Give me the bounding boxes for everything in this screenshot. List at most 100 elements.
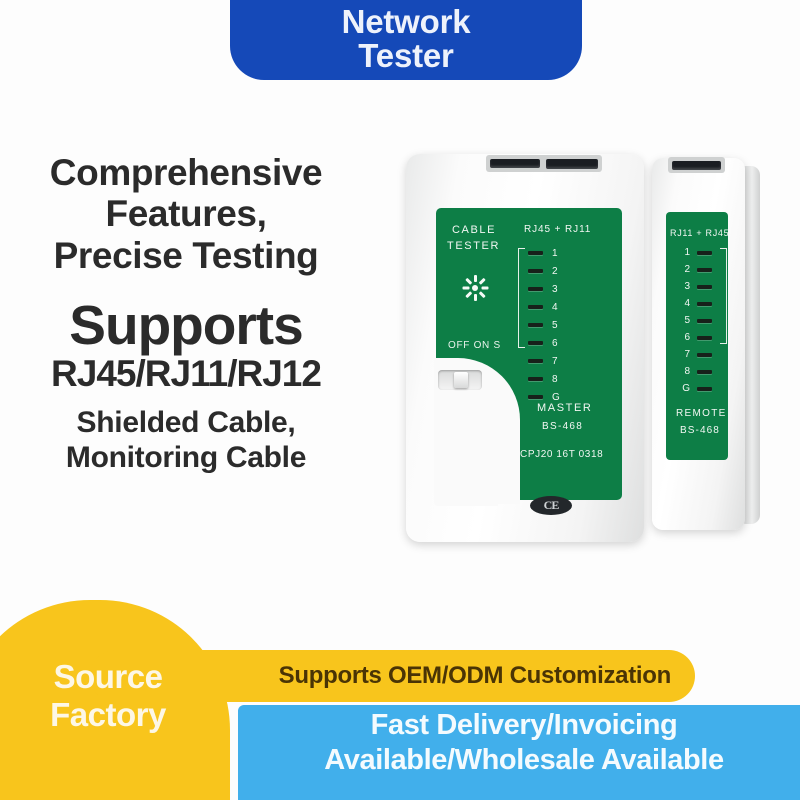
led-row: 7 bbox=[674, 346, 712, 363]
led-pin-label: 3 bbox=[552, 283, 558, 295]
led-pin-label: 2 bbox=[684, 264, 690, 275]
panel-notch-lower bbox=[434, 444, 498, 506]
led-pin-label: 8 bbox=[684, 366, 690, 377]
led-pin-label: 4 bbox=[684, 298, 690, 309]
oem-customization-pill: Supports OEM/ODM Customization bbox=[90, 650, 695, 702]
led-row: 2 bbox=[674, 261, 712, 278]
delivery-banner bbox=[238, 705, 800, 800]
led-pin-label: 8 bbox=[552, 373, 558, 385]
master-brand-line-2: TESTER bbox=[447, 240, 500, 252]
top-banner: Network Tester bbox=[230, 0, 582, 80]
remote-unit-side-edge bbox=[742, 166, 760, 524]
led-indicator bbox=[528, 341, 543, 345]
led-row: 8 bbox=[528, 370, 568, 388]
led-pin-label: 3 bbox=[684, 281, 690, 292]
product-photo-network-tester: CABLE TESTER RJ45 + RJ11 1 2 3 4 5 6 7 8… bbox=[400, 140, 790, 560]
led-indicator bbox=[697, 352, 712, 357]
led-indicator bbox=[697, 386, 712, 391]
remote-pin-bracket bbox=[720, 248, 727, 344]
led-pin-label: 4 bbox=[552, 301, 558, 313]
led-row: 5 bbox=[674, 312, 712, 329]
master-switch-label: OFF ON S bbox=[448, 340, 501, 351]
remote-model-label: BS-468 bbox=[680, 425, 720, 436]
ce-mark-icon: CE bbox=[530, 496, 572, 515]
led-indicator bbox=[697, 369, 712, 374]
master-rj11-port bbox=[490, 159, 540, 168]
led-pin-label: 5 bbox=[684, 315, 690, 326]
remote-connector-label: RJ11 + RJ45 bbox=[670, 228, 730, 238]
cable-line-1: Shielded Cable, bbox=[76, 406, 296, 440]
delivery-line-1: Fast Delivery/Invoicing bbox=[370, 709, 678, 741]
master-serial-label: CPJ20 16T 0318 bbox=[520, 449, 604, 460]
led-indicator bbox=[528, 269, 543, 273]
led-indicator bbox=[697, 335, 712, 340]
remote-led-column: 1 2 3 4 5 6 7 8 G bbox=[674, 244, 712, 397]
top-banner-title: Network Tester bbox=[342, 0, 471, 73]
led-row: 6 bbox=[674, 329, 712, 346]
led-pin-label: 6 bbox=[684, 332, 690, 343]
oem-customization-text: Supports OEM/ODM Customization bbox=[278, 662, 672, 689]
delivery-banner-text: Fast Delivery/Invoicing Available/Wholes… bbox=[248, 708, 800, 778]
source-line-2: Factory bbox=[50, 696, 166, 734]
led-row: 1 bbox=[528, 244, 568, 262]
led-indicator bbox=[528, 251, 543, 255]
source-line-1: Source bbox=[53, 658, 163, 695]
led-row: 5 bbox=[528, 316, 568, 334]
supports-connector-types: RJ45/RJ11/RJ12 bbox=[51, 353, 322, 395]
led-pin-label: 6 bbox=[552, 337, 558, 349]
led-indicator bbox=[697, 267, 712, 272]
led-pin-label: 1 bbox=[684, 247, 690, 258]
led-indicator bbox=[697, 250, 712, 255]
led-row: G bbox=[674, 380, 712, 397]
power-switch-knob[interactable] bbox=[454, 372, 468, 388]
led-indicator bbox=[528, 395, 543, 399]
led-indicator bbox=[697, 318, 712, 323]
led-pin-label: 1 bbox=[552, 247, 558, 259]
led-row: 8 bbox=[674, 363, 712, 380]
led-row: 2 bbox=[528, 262, 568, 280]
led-pin-label: G bbox=[682, 383, 690, 394]
banner-line-1: Network bbox=[341, 3, 471, 41]
led-pin-label: 7 bbox=[684, 349, 690, 360]
led-indicator bbox=[697, 301, 712, 306]
master-brand-line-1: CABLE bbox=[452, 224, 497, 236]
headline: Comprehensive Features, Precise Testing bbox=[0, 152, 372, 276]
source-factory-label: Source Factory bbox=[10, 658, 206, 735]
led-row: 3 bbox=[674, 278, 712, 295]
led-pin-label: 2 bbox=[552, 265, 558, 277]
led-pin-label: 7 bbox=[552, 355, 558, 367]
led-row: 1 bbox=[674, 244, 712, 261]
master-connector-label: RJ45 + RJ11 bbox=[524, 224, 592, 235]
led-indicator bbox=[697, 284, 712, 289]
headline-line-2: Features, bbox=[105, 193, 267, 235]
supports-cable-types: Shielded Cable, Monitoring Cable bbox=[0, 406, 372, 476]
master-green-panel bbox=[434, 208, 622, 506]
led-row: 4 bbox=[528, 298, 568, 316]
ce-mark-text: CE bbox=[543, 498, 560, 512]
cable-line-2: Monitoring Cable bbox=[65, 440, 307, 474]
led-row: 7 bbox=[528, 352, 568, 370]
led-row: G bbox=[528, 388, 568, 406]
led-row: 4 bbox=[674, 295, 712, 312]
delivery-line-2: Available/Wholesale Available bbox=[324, 743, 724, 776]
master-rj45-port bbox=[546, 159, 598, 169]
led-pin-label: 5 bbox=[552, 319, 558, 331]
led-indicator bbox=[528, 359, 543, 363]
remote-rj45-port bbox=[672, 161, 721, 170]
led-pin-label: G bbox=[552, 391, 560, 403]
remote-unit-label: REMOTE bbox=[676, 408, 727, 419]
master-pin-bracket bbox=[518, 248, 525, 348]
led-indicator bbox=[528, 323, 543, 327]
led-indicator bbox=[528, 287, 543, 291]
sunburst-indicator-icon bbox=[462, 275, 488, 301]
master-model-label: BS-468 bbox=[542, 421, 584, 432]
master-unit-label: MASTER bbox=[537, 402, 593, 414]
led-row: 3 bbox=[528, 280, 568, 298]
supports-word: Supports bbox=[69, 294, 303, 357]
led-row: 6 bbox=[528, 334, 568, 352]
banner-line-2: Tester bbox=[358, 37, 454, 74]
headline-line-1: Comprehensive bbox=[49, 152, 323, 193]
left-copy-block: Comprehensive Features, Precise Testing … bbox=[0, 152, 372, 476]
led-indicator bbox=[528, 377, 543, 381]
